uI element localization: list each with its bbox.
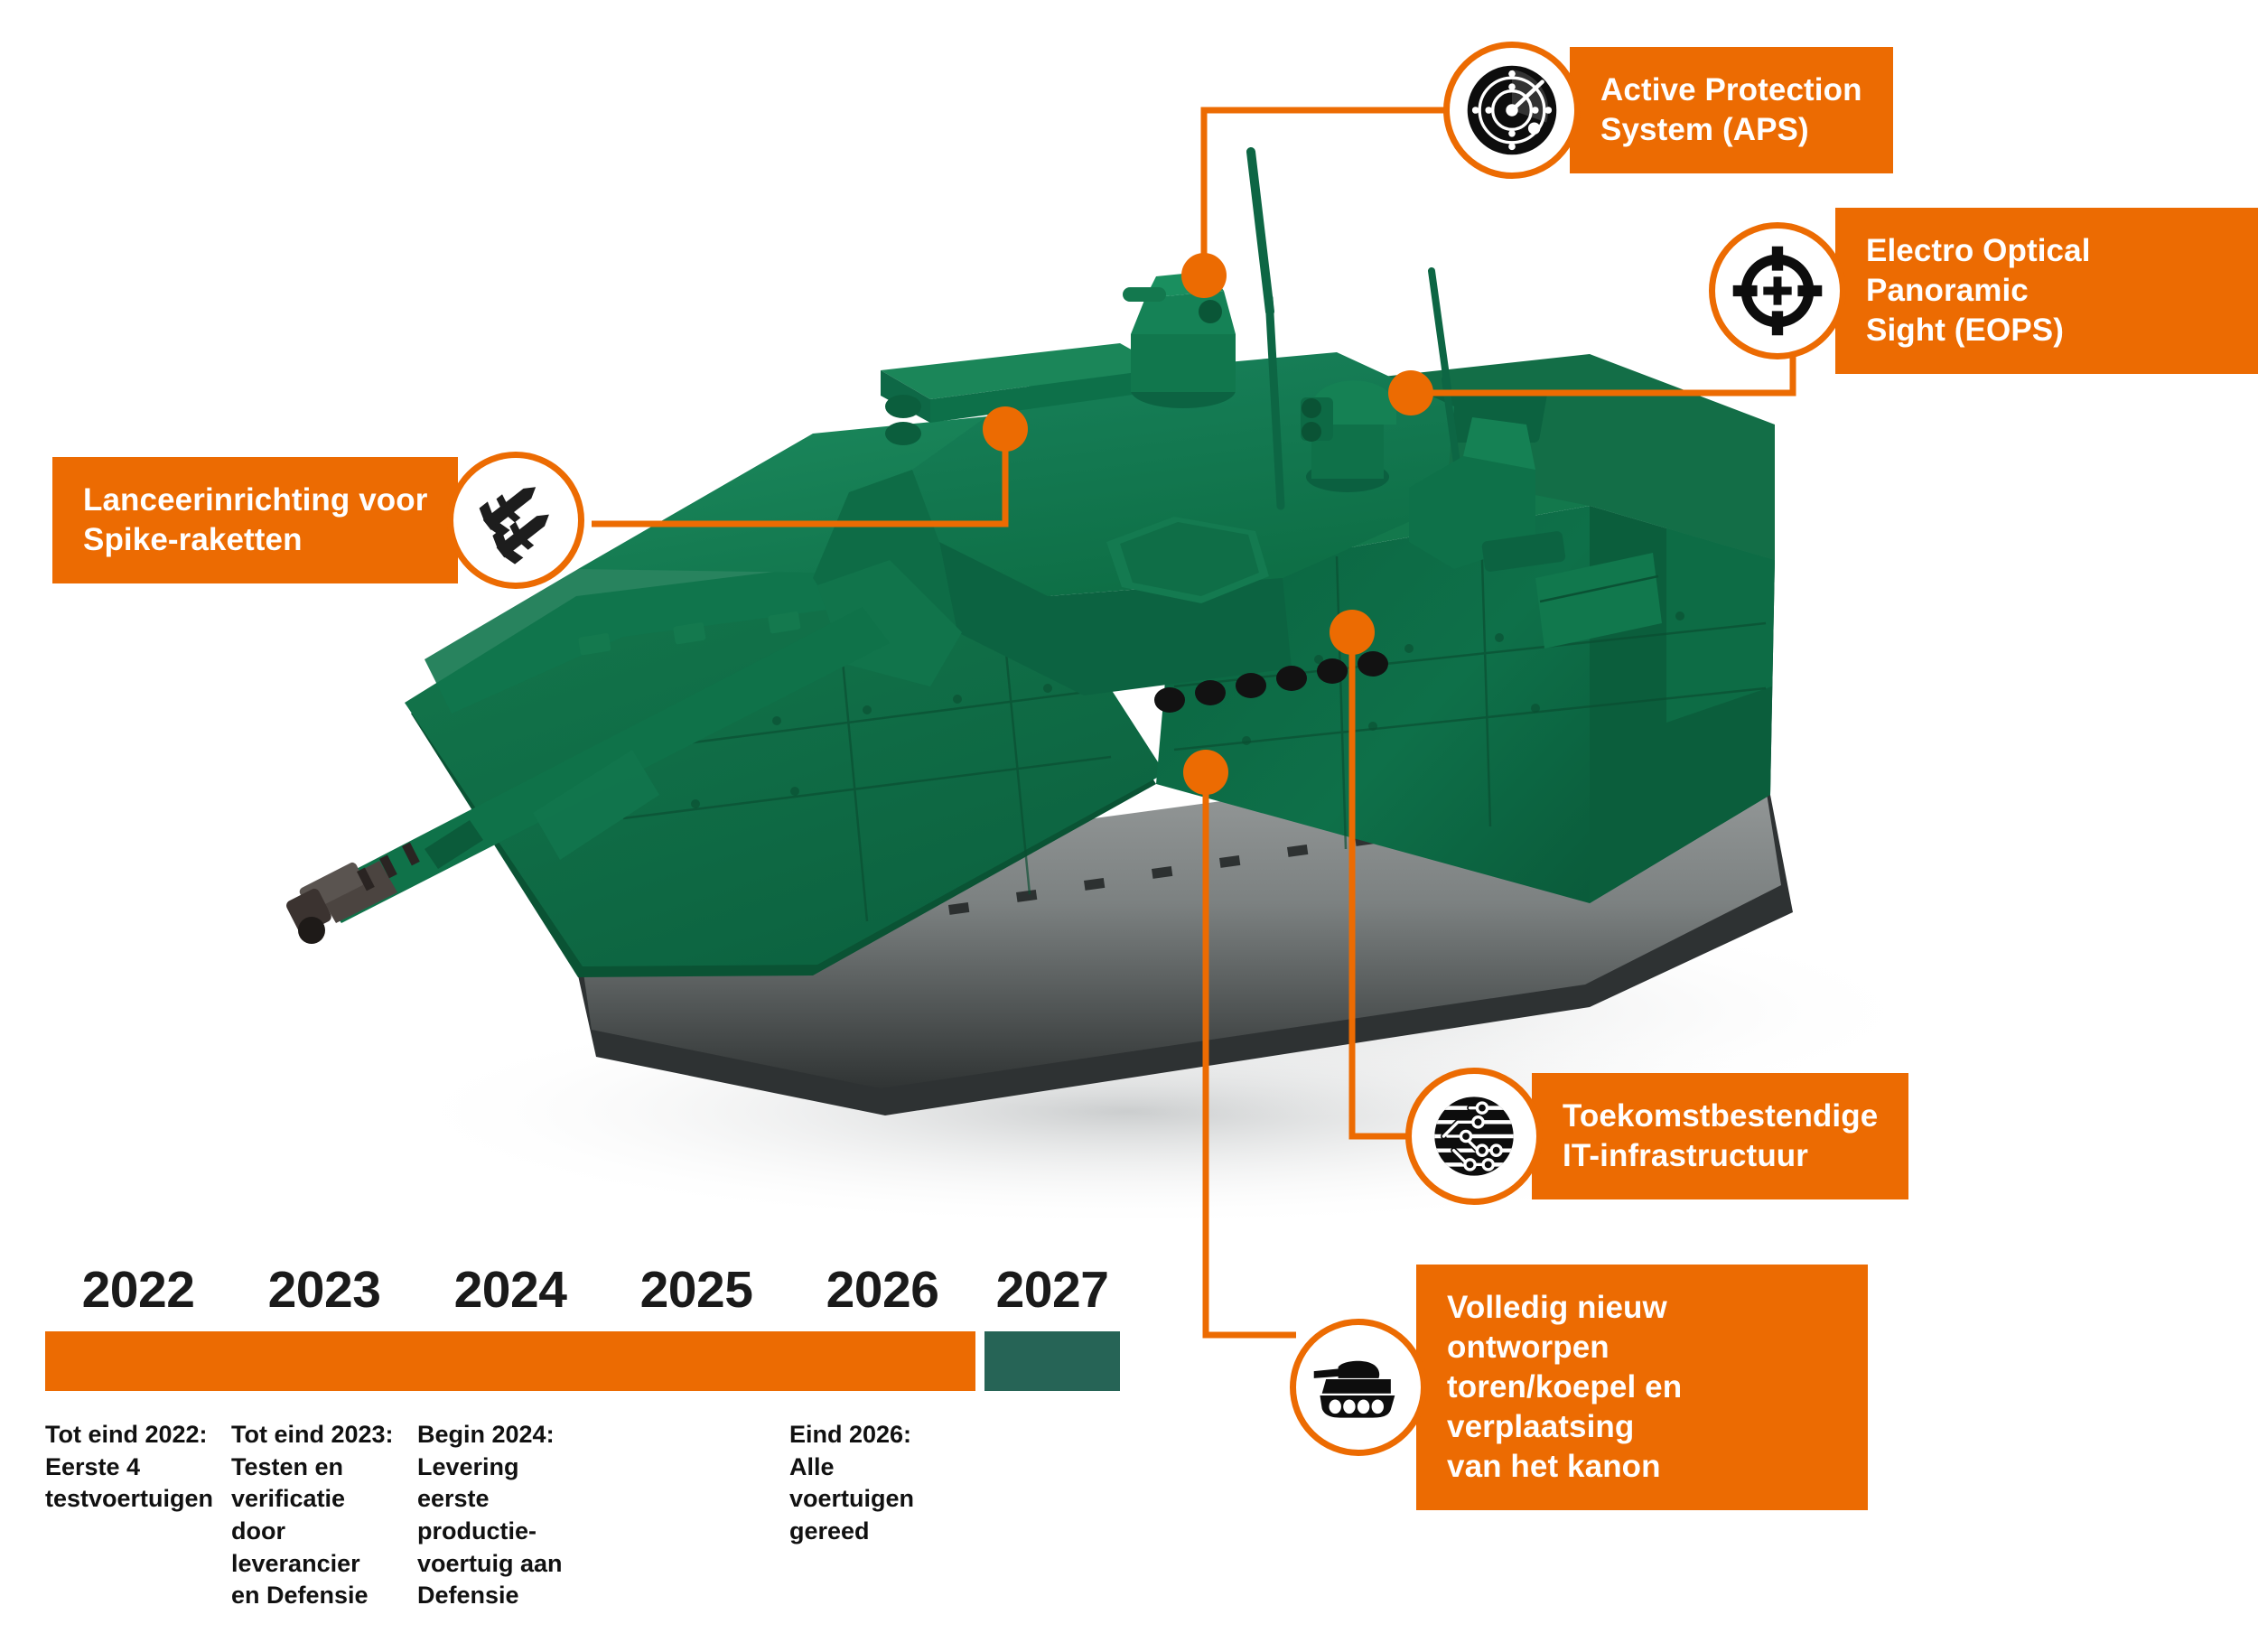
callout-turret-label: Volledig nieuw ontworpen toren/koepel en… (1416, 1265, 1868, 1511)
callout-aps-label: Active Protection System (APS) (1570, 46, 1893, 174)
timeline-column-2026[interactable]: 2026 Eind 2026: Alle voertuigen gereed (789, 1265, 975, 1548)
callout-it-label: Toekomstbestendige IT-infrastructuur (1532, 1072, 1909, 1200)
timeline-note: Tot eind 2023: Testen en verificatie doo… (231, 1421, 394, 1610)
tank-icon (1290, 1319, 1427, 1457)
missiles-icon (447, 452, 585, 589)
timeline-year-label: 2025 (639, 1261, 753, 1319)
timeline-column-2022[interactable]: 2022 Tot eind 2022: Eerste 4 testvoertui… (45, 1265, 231, 1516)
timeline-column-2025[interactable]: 2025 (603, 1265, 789, 1419)
callout-spike[interactable]: Lanceerinrichting voor Spike-raketten (52, 452, 594, 589)
callout-it-infrastructure[interactable]: Toekomstbestendige IT-infrastructuur (1405, 1068, 1911, 1205)
circuit-chip-icon (1405, 1068, 1543, 1205)
project-timeline: 2022 Tot eind 2022: Eerste 4 testvoertui… (0, 1265, 2258, 1652)
callout-eops-label: Electro Optical Panoramic Sight (EOPS) (1835, 208, 2258, 375)
timeline-bar (789, 1331, 975, 1391)
timeline-note: Begin 2024: Levering eerste productie- v… (417, 1421, 563, 1610)
callout-turret[interactable]: Volledig nieuw ontworpen toren/koepel en… (1290, 1265, 1868, 1511)
timeline-column-2027[interactable]: 2027 (984, 1265, 1120, 1419)
timeline-year-label: 2023 (267, 1261, 381, 1319)
tank-illustration (286, 147, 1942, 1228)
timeline-bar (231, 1331, 417, 1391)
callout-eops[interactable]: Electro Optical Panoramic Sight (EOPS) (1709, 208, 2258, 375)
timeline-year-label: 2026 (826, 1261, 939, 1319)
timeline-bar (45, 1331, 231, 1391)
crosshair-target-icon (1709, 222, 1846, 360)
timeline-bar (984, 1331, 1120, 1391)
timeline-column-2023[interactable]: 2023 Tot eind 2023: Testen en verificati… (231, 1265, 417, 1612)
callout-aps[interactable]: Active Protection System (APS) (1443, 42, 1949, 179)
timeline-year-label: 2027 (995, 1261, 1109, 1319)
timeline-bar (603, 1331, 789, 1391)
timeline-note: Tot eind 2022: Eerste 4 testvoertuigen (45, 1421, 214, 1513)
timeline-year-label: 2024 (453, 1261, 567, 1319)
callout-spike-label: Lanceerinrichting voor Spike-raketten (52, 456, 459, 584)
radar-icon (1443, 42, 1581, 179)
timeline-note: Eind 2026: Alle voertuigen gereed (789, 1421, 915, 1545)
timeline-column-2024[interactable]: 2024 Begin 2024: Levering eerste product… (417, 1265, 603, 1612)
timeline-bar (417, 1331, 603, 1391)
timeline-year-label: 2022 (81, 1261, 195, 1319)
